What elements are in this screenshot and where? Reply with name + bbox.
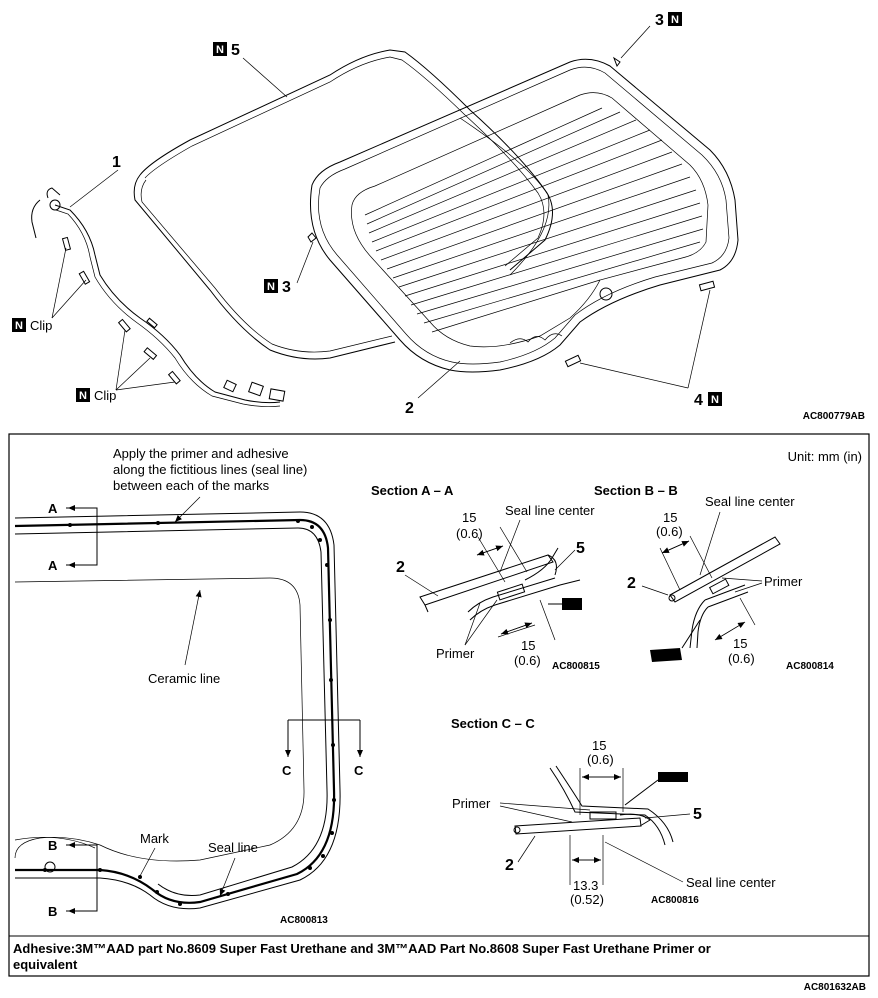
primer-nozzle [650,648,682,662]
primer-nozzle [658,772,688,782]
n-badge-letter: N [216,44,224,56]
ceramic-line [14,577,305,862]
n-badge-letter: N [79,390,87,402]
svg-text:13.3: 13.3 [573,878,598,893]
callout-1: 1 [112,154,121,171]
liftgate-glass [309,58,739,373]
svg-text:2: 2 [396,559,405,576]
svg-text:5: 5 [231,42,240,59]
section-cc: Section C – C 15 (0.6) Primer 5 2 13.3 (… [451,716,776,907]
svg-text:C: C [354,763,364,778]
section-aa-title: Section A – A [371,483,454,498]
ceramic-line-label: Ceramic line [148,671,220,686]
page-code: AC801632AB [804,982,866,993]
svg-text:Apply the primer and adhesive: Apply the primer and adhesive [113,446,289,461]
plan-view-code: AC800813 [280,915,328,926]
clip-part-4-bottom [564,354,582,368]
svg-text:Primer: Primer [764,574,803,589]
figure-code-top: AC800779AB [803,411,865,422]
n-badge-letter: N [267,281,275,293]
svg-text:B: B [48,904,57,919]
svg-text:15: 15 [592,738,606,753]
exploded-view: 1 N 5 3 N N 3 2 4 N N Clip [12,12,865,422]
callout-5: N 5 [213,42,240,59]
detail-frame [8,433,870,977]
svg-text:(0.6): (0.6) [587,752,614,767]
n-badge-letter: N [671,14,679,26]
svg-text:(0.6): (0.6) [728,651,755,666]
svg-text:Seal line center: Seal line center [505,503,595,518]
section-aa: Section A – A 15 (0.6) Seal line center … [371,483,600,672]
adhesive-note-line1: Adhesive:3M™AAD part No.8609 Super Fast … [13,941,711,956]
svg-text:4: 4 [694,392,703,409]
callout-2: 2 [405,400,414,417]
n-badge-letter: N [15,320,23,332]
section-bb: Section B – B 15 (0.6) Seal line center … [594,483,834,672]
svg-text:B: B [48,838,57,853]
section-bb-title: Section B – B [594,483,678,498]
section-marker-a: A A [48,501,98,573]
primer-nozzle [562,598,582,610]
svg-text:Seal line center: Seal line center [705,494,795,509]
seal-line-label: Seal line [208,840,258,855]
adhesive-note-line2: equivalent [13,957,78,972]
svg-text:Clip: Clip [30,318,52,333]
svg-text:A: A [48,558,58,573]
application-note: Apply the primer and adhesive along the … [113,446,307,523]
clip-label-upper: N Clip [12,318,52,333]
svg-text:Seal line center: Seal line center [686,875,776,890]
n-badge-letter: N [711,394,719,406]
mark-label: Mark [140,831,169,846]
svg-text:C: C [282,763,292,778]
wiper-hole [599,287,613,301]
section-marker-c: C C [282,719,364,778]
svg-text:15: 15 [663,510,677,525]
clip-part-3-top [612,56,621,68]
seal-marks [43,519,336,906]
svg-text:5: 5 [693,806,702,823]
clip-part-3-left [307,232,317,243]
section-cc-title: Section C – C [451,716,535,731]
svg-text:along the fictitious lines (se: along the fictitious lines (seal line) [113,462,307,477]
section-cc-code: AC800816 [651,895,699,906]
svg-text:(0.6): (0.6) [514,653,541,668]
section-aa-code: AC800815 [552,661,600,672]
glass-plan-view [14,511,341,910]
svg-text:2: 2 [505,857,514,874]
svg-text:3: 3 [282,279,291,296]
svg-text:between each of the marks: between each of the marks [113,478,270,493]
callout-3-left: N 3 [264,279,291,296]
svg-text:Primer: Primer [452,796,491,811]
svg-text:15: 15 [521,638,535,653]
callout-4: 4 N [694,392,722,409]
svg-text:Clip: Clip [94,388,116,403]
callout-3-top: 3 N [655,12,682,29]
unit-label: Unit: mm (in) [788,449,862,464]
svg-text:5: 5 [576,540,585,557]
wiper-hole [44,861,56,873]
svg-text:A: A [48,501,58,516]
clip-label-lower: N Clip [76,388,116,403]
svg-text:(0.6): (0.6) [456,526,483,541]
wiring-harness [31,187,286,408]
svg-text:15: 15 [733,636,747,651]
clip-part-4-right [698,280,716,292]
svg-text:(0.6): (0.6) [656,524,683,539]
svg-text:(0.52): (0.52) [570,892,604,907]
svg-text:Primer: Primer [436,646,475,661]
svg-text:15: 15 [462,510,476,525]
svg-text:3: 3 [655,12,664,29]
defroster-grid [364,107,704,333]
section-bb-code: AC800814 [786,661,834,672]
svg-text:2: 2 [627,575,636,592]
section-marker-b: B B [48,838,98,919]
